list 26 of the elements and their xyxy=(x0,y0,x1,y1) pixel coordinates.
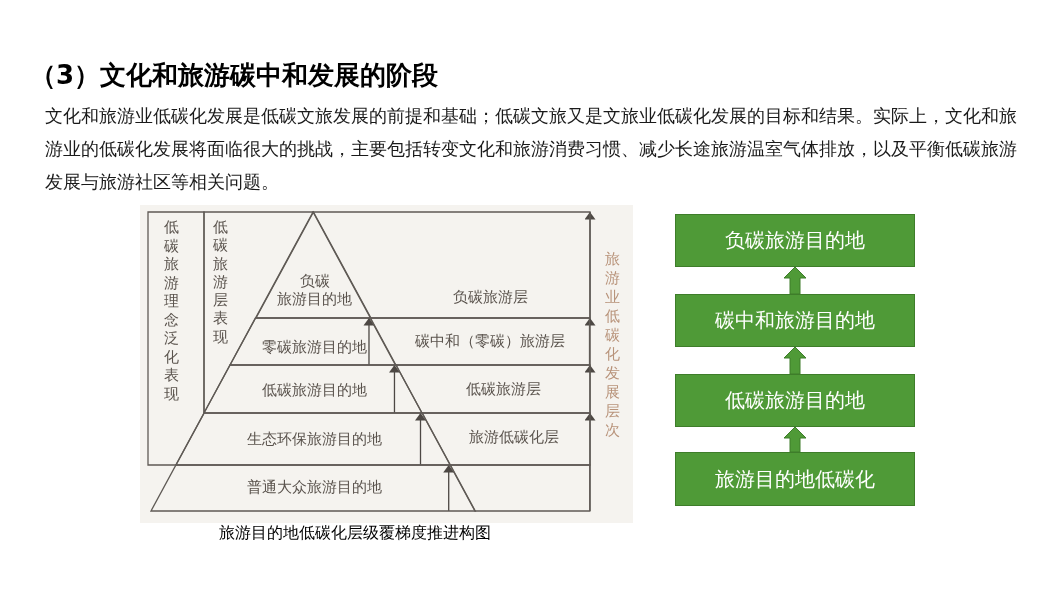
vertical-label: 旅游业低碳化发展层次 xyxy=(604,250,620,440)
pyramid-layer: 普通大众旅游目的地 xyxy=(150,465,476,511)
body-text: 文化和旅游业低碳化发展是低碳文旅发展的前提和基础；低碳文旅又是文旅业低碳化发展的目标和结果。实际上，文化和旅游业的低碳化发展将面临很大的挑战，主要包括转变文化和旅游消费习惯、减少长途旅游温室气体排放，以及平衡低碳旅游发展与旅游社区等相关问题。 xyxy=(45,104,1018,194)
process-box: 碳中和旅游目的地 xyxy=(675,294,915,347)
process-box: 旅游目的地低碳化 xyxy=(675,452,915,506)
header-cell: 低碳旅游理念泛化表现 xyxy=(148,212,204,465)
arrow xyxy=(363,317,375,366)
process-box: 负碳旅游目的地 xyxy=(675,214,915,267)
pyramid-layer: 负碳旅游目的地 xyxy=(255,212,371,318)
layer-band: 碳中和（零碳）旅游层 xyxy=(370,318,590,365)
connector-line xyxy=(589,464,591,512)
arrow xyxy=(415,412,426,466)
arrow xyxy=(443,464,455,512)
layer-band xyxy=(450,465,590,511)
block-arrow xyxy=(783,426,807,453)
pyramid-layer: 生态环保旅游目的地 xyxy=(175,413,451,465)
arrow xyxy=(388,364,400,414)
process-box: 低碳旅游目的地 xyxy=(675,374,915,427)
title: （3）文化和旅游碳中和发展的阶段 xyxy=(30,59,439,92)
arrow xyxy=(584,317,596,366)
figure-caption: 旅游目的地低碳化层级覆梯度推进构图 xyxy=(219,523,491,544)
block-arrow xyxy=(783,346,807,375)
layer-band: 低碳旅游层 xyxy=(395,365,590,413)
layer-band: 旅游低碳化层 xyxy=(422,413,590,465)
block-arrow xyxy=(783,266,807,295)
pyramid-layer: 零碳旅游目的地 xyxy=(230,318,396,365)
